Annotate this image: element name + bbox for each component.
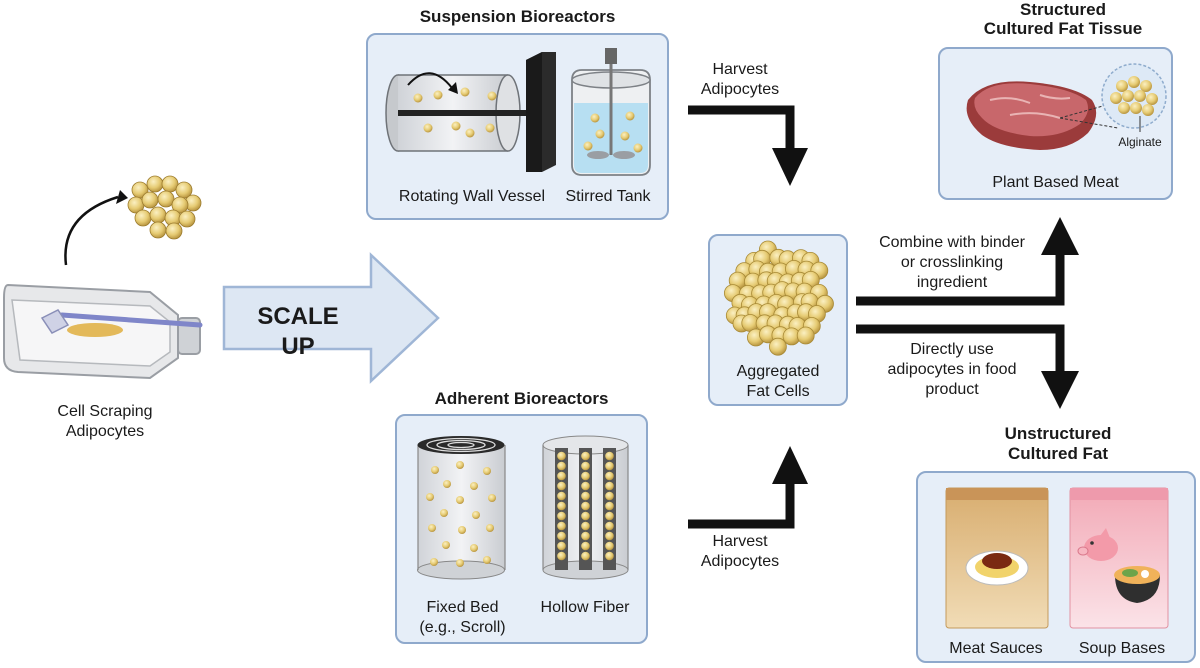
- adherent-title: Adherent Bioreactors: [434, 389, 609, 408]
- fixed-bed-icon: [417, 436, 506, 580]
- cell-culture-flask-icon: [3, 283, 203, 380]
- fat-cell: [796, 326, 815, 345]
- harvest-arrow-bottom: [688, 446, 808, 529]
- plant-based-steak-icon: [966, 63, 1167, 150]
- soup-base-bag-icon: [1069, 487, 1169, 629]
- soup-bases-label: Soup Bases: [1078, 640, 1166, 657]
- cell-scraping-line2: Adipocytes: [65, 423, 145, 440]
- harvest-bottom-label: Harvest Adipocytes: [690, 532, 790, 572]
- meat-sauces-label: Meat Sauces: [949, 640, 1043, 657]
- combine-line1: Combine with binder: [879, 234, 1025, 251]
- fat-cell: [769, 337, 787, 356]
- unstructured-output-arrow: [856, 324, 1079, 409]
- combine-line2: or crosslinking: [900, 254, 1004, 271]
- harvest-top-line2: Adipocytes: [700, 81, 780, 98]
- structured-title-line1: Structured: [1020, 0, 1106, 19]
- harvest-top-line1: Harvest: [712, 61, 768, 78]
- directly-line1: Directly use: [910, 341, 994, 358]
- rotating-wall-vessel-icon: [385, 52, 556, 172]
- aggregated-line1: Aggregated: [736, 363, 820, 380]
- scale-up-arrow: [222, 252, 440, 384]
- hollow-fiber-label: Hollow Fiber: [540, 599, 630, 616]
- plant-based-meat-label: Plant Based Meat: [992, 174, 1119, 191]
- directly-line3: product: [925, 381, 979, 398]
- combine-line3: ingredient: [916, 274, 988, 291]
- stirred-tank-icon: [571, 48, 651, 176]
- meat-sauce-bag-icon: [945, 487, 1049, 629]
- aggregated-line2: Fat Cells: [746, 383, 810, 400]
- unstructured-title: Unstructured Cultured Fat: [968, 424, 1148, 464]
- directly-line2: adipocytes in food: [887, 361, 1017, 378]
- fixed-bed-label: Fixed Bed (e.g., Scroll): [405, 598, 520, 638]
- directly-label: Directly use adipocytes in food product: [862, 340, 1042, 400]
- structured-title-line2: Cultured Fat Tissue: [983, 19, 1143, 38]
- alginate-label: Alginate: [1118, 135, 1162, 149]
- scale-up-label: SCALE UP: [257, 303, 339, 360]
- harvest-arrow-top: [688, 105, 808, 186]
- combine-label: Combine with binder or crosslinking ingr…: [862, 233, 1042, 293]
- unstructured-title-line1: Unstructured: [1004, 424, 1112, 443]
- structured-output-arrow: [856, 217, 1079, 306]
- stirred-tank-label: Stirred Tank: [565, 188, 651, 205]
- aggregated-fat-cells-icon: [724, 240, 834, 356]
- unstructured-title-line2: Cultured Fat: [1007, 444, 1109, 463]
- harvest-top-label: Harvest Adipocytes: [690, 60, 790, 100]
- suspension-title: Suspension Bioreactors: [419, 7, 616, 26]
- harvest-bottom-line2: Adipocytes: [700, 553, 780, 570]
- rotating-wall-vessel-label: Rotating Wall Vessel: [398, 188, 546, 205]
- cell-scraping-line1: Cell Scraping: [57, 403, 153, 420]
- curved-arrow-icon: [64, 195, 119, 266]
- harvest-bottom-line1: Harvest: [712, 533, 768, 550]
- fixed-bed-line2: (e.g., Scroll): [419, 619, 506, 636]
- cell-scraping-label: Cell Scraping Adipocytes: [40, 402, 170, 442]
- aggregated-label: Aggregated Fat Cells: [708, 362, 848, 402]
- fixed-bed-line1: Fixed Bed: [426, 599, 499, 616]
- hollow-fiber-icon: [542, 435, 629, 580]
- structured-title: Structured Cultured Fat Tissue: [938, 0, 1188, 38]
- fat-cell-cluster-small-icon: [127, 175, 202, 240]
